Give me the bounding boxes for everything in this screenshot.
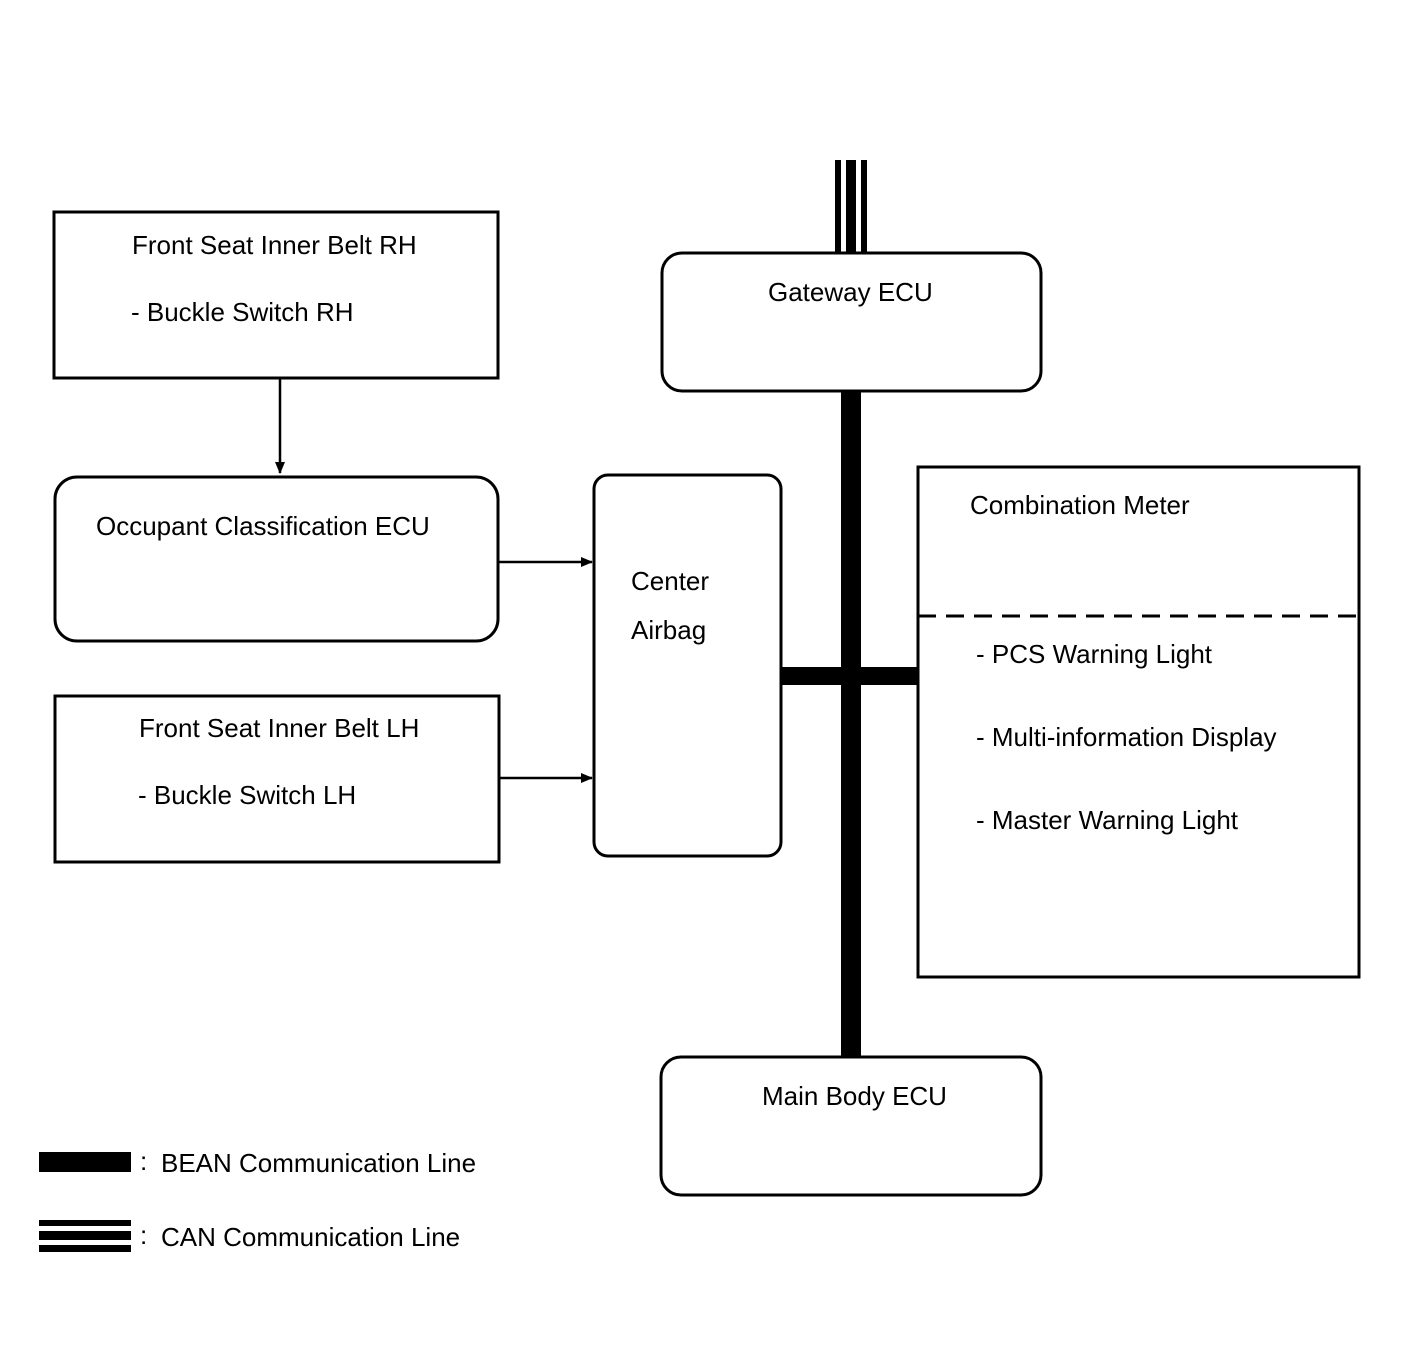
belt-rh-item: - Buckle Switch RH [131,297,354,327]
main-body-ecu-box [659,1055,1043,1197]
legend-separator: : [140,1146,148,1176]
belt-lh-title: Front Seat Inner Belt LH [139,713,420,743]
center-airbag-label-2: Airbag [631,615,707,645]
gateway-ecu-box [660,251,1043,393]
belt-rh-title: Front Seat Inner Belt RH [132,230,417,260]
legend-can-symbol [39,1220,131,1252]
legend-can-label: CAN Communication Line [161,1222,461,1252]
combination-meter-box [916,465,1361,979]
gateway-ecu-title: Gateway ECU [768,277,933,307]
belt-rh-box [52,210,500,380]
can-line-gateway [835,160,867,255]
belt-lh-box [53,694,501,864]
combination-meter-item: - PCS Warning Light [976,639,1213,669]
main-body-ecu-title: Main Body ECU [762,1081,947,1111]
legend-separator: : [140,1220,148,1250]
legend-bean-symbol [39,1152,131,1172]
occupant-ecu-box [53,475,500,643]
combination-meter-item: - Multi-information Display [976,722,1277,752]
bean-bus-horizontal [780,667,920,685]
belt-lh-item: - Buckle Switch LH [138,780,357,810]
center-airbag-label-1: Center [631,566,710,596]
bean-bus-vertical [841,390,861,1058]
combination-meter-item: - Master Warning Light [976,805,1239,835]
legend-bean-label: BEAN Communication Line [161,1148,477,1178]
occupant-ecu-title: Occupant Classification ECU [96,511,430,541]
center-airbag-box [592,473,783,858]
combination-meter-title: Combination Meter [970,490,1190,520]
